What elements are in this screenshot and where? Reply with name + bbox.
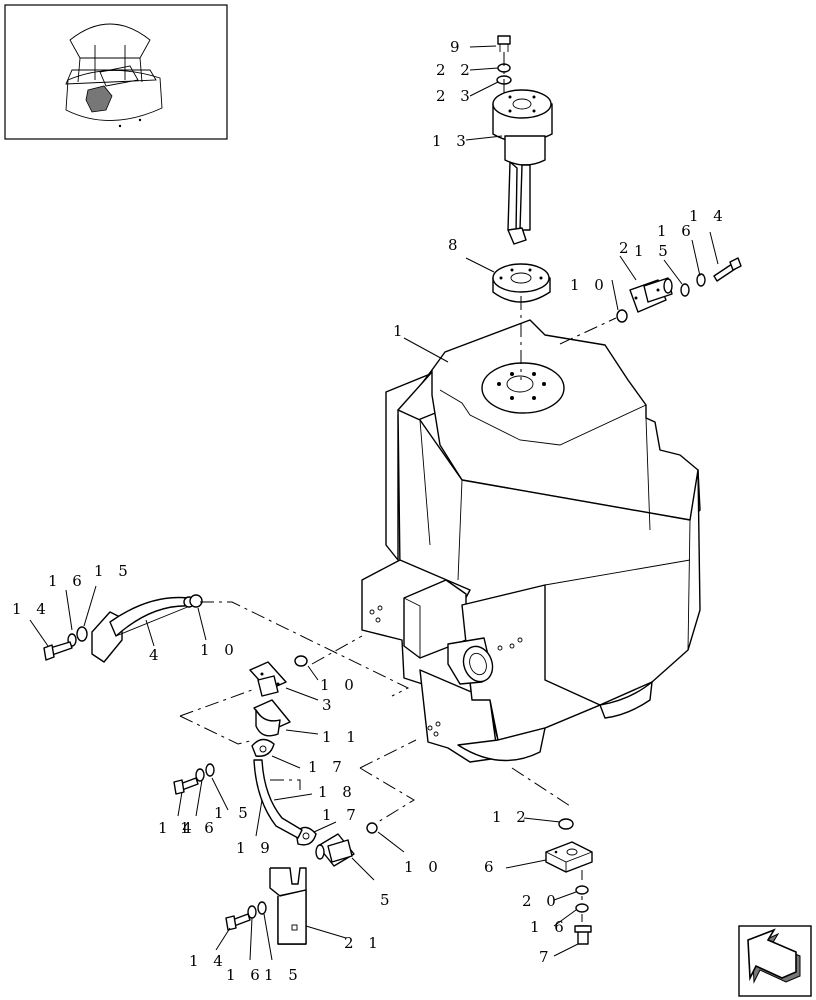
leader-lines xyxy=(29,45,719,961)
return-line-4 xyxy=(91,596,195,663)
callout-5: 5 xyxy=(380,891,395,909)
fitting-5 xyxy=(315,833,355,867)
callout-15-upper: 1 5 xyxy=(634,242,673,260)
callout-16-bottom: 1 6 xyxy=(530,918,569,936)
callout-15-mid: 1 5 xyxy=(214,804,253,822)
washer-16-mid xyxy=(195,768,205,782)
fuel-tank xyxy=(361,319,701,763)
washer-16-upper xyxy=(696,273,706,287)
callout-12: 1 2 xyxy=(492,808,531,826)
o-ring-10-upper xyxy=(616,309,628,323)
callout-10-upper: 1 0 xyxy=(570,276,609,294)
callout-6: 6 xyxy=(484,858,499,876)
washer-16-bottom xyxy=(575,903,589,913)
callout-14-left: 1 4 xyxy=(12,600,51,618)
o-ring-10-lower xyxy=(366,822,378,834)
callout-19: 1 9 xyxy=(236,839,275,857)
callout-10-lower: 1 0 xyxy=(404,858,443,876)
washer-15-lower xyxy=(257,901,267,915)
callout-8: 8 xyxy=(448,236,463,254)
callout-14-upper: 1 4 xyxy=(689,207,728,225)
bolt-14-mid xyxy=(173,777,199,795)
washer-15-mid xyxy=(205,763,215,777)
fitting-11 xyxy=(253,699,291,737)
machine-locator-icon xyxy=(65,23,163,128)
callout-14-lower: 1 4 xyxy=(189,952,228,970)
callout-1: 1 xyxy=(393,322,408,340)
callout-11: 1 1 xyxy=(322,728,361,746)
callout-10-left: 1 0 xyxy=(200,641,239,659)
callout-7: 7 xyxy=(539,948,554,966)
o-ring-10-left xyxy=(189,594,203,608)
assembly-lines xyxy=(179,52,617,922)
callout-3: 3 xyxy=(322,696,337,714)
screw-9 xyxy=(497,35,511,52)
o-ring-12 xyxy=(558,818,574,830)
callout-15-lower: 1 5 xyxy=(264,966,303,984)
callout-labels: 9 2 2 2 3 1 3 8 2 1 6 1 5 1 4 1 0 1 1 6 … xyxy=(12,38,728,984)
gasket-8 xyxy=(492,263,551,303)
plug-7 xyxy=(574,925,592,945)
clamp-17-upper xyxy=(251,738,275,757)
washer-20 xyxy=(575,885,589,895)
callout-13: 1 3 xyxy=(432,132,471,150)
o-ring-10-mid xyxy=(294,655,308,667)
callout-21: 2 1 xyxy=(344,934,383,952)
callout-15-left: 1 5 xyxy=(94,562,133,580)
callout-2: 2 xyxy=(619,239,634,257)
callout-4: 4 xyxy=(149,646,164,664)
drain-block-6 xyxy=(545,841,593,873)
callout-16-lower: 1 6 xyxy=(226,966,265,984)
callout-9: 9 xyxy=(450,38,465,56)
locator-thumbnail[interactable] xyxy=(4,4,228,140)
next-page-arrow-icon xyxy=(747,928,801,984)
bolt-14-lower xyxy=(225,913,251,931)
callout-16-left: 1 6 xyxy=(48,572,87,590)
next-page-button[interactable] xyxy=(738,925,812,997)
callout-18: 1 8 xyxy=(318,783,357,801)
callout-10-mid: 1 0 xyxy=(320,676,359,694)
bolt-14-left xyxy=(43,641,73,661)
callout-14-mid: 1 4 xyxy=(158,819,197,837)
washer-15-upper xyxy=(680,283,690,297)
callout-22: 2 2 xyxy=(436,61,475,79)
washer-15-left xyxy=(76,626,88,642)
bracket-21 xyxy=(269,867,307,945)
callout-16-mid: 1 6 xyxy=(180,819,219,837)
bolt-14-upper xyxy=(713,257,742,282)
callout-20: 2 0 xyxy=(522,892,561,910)
callout-16-upper: 1 6 xyxy=(657,222,696,240)
callout-17-upper: 1 7 xyxy=(308,758,347,776)
hose-18 xyxy=(253,759,303,839)
fuel-level-sender xyxy=(492,89,553,245)
callout-17-lower: 1 7 xyxy=(322,806,361,824)
fitting-3 xyxy=(249,661,287,697)
callout-23: 2 3 xyxy=(436,87,475,105)
fitting-2 xyxy=(629,277,673,313)
